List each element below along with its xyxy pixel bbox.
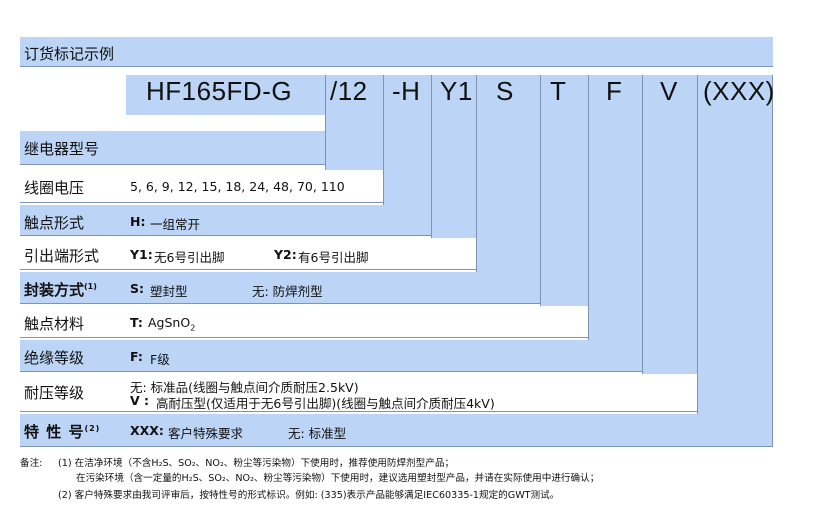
code-base: HF165FD-G — [146, 76, 293, 106]
col-withstand — [642, 75, 697, 412]
row-withstand-label: 耐压等级 — [24, 384, 85, 402]
row-special-desc2: 无: 标准型 — [288, 426, 347, 441]
row-seal-label: 封装方式(1) — [24, 279, 97, 300]
code-insulation: F — [606, 76, 623, 106]
row-seal-code: S: — [130, 281, 145, 296]
row-terminal-desc2: 有6号引出脚 — [298, 250, 369, 265]
code-material: T — [550, 76, 567, 106]
row-coil-value: 5, 6, 9, 12, 15, 18, 24, 48, 70, 110 — [130, 179, 345, 194]
note-1-line-1: (1) 在洁净环境（不含H₂S、SO₂、NO₂、粉尘等污染物）下使用时，推荐使用… — [58, 458, 455, 469]
row-terminal: 引出端形式 Y1: 无6号引出脚 Y2: 有6号引出脚 — [20, 238, 477, 270]
row-special-note-ref: (2) — [84, 424, 101, 433]
row-material-code: T: — [130, 315, 143, 330]
header-bar: 订货标记示例 — [20, 37, 773, 67]
code-seal: S — [496, 76, 514, 106]
row-special: 特 性 号(2) XXX: 客户特殊要求 无: 标准型 — [20, 414, 773, 447]
code-terminal: Y1 — [440, 76, 473, 106]
row-coil: 线圈电压 5, 6, 9, 12, 15, 18, 24, 48, 70, 11… — [20, 170, 384, 203]
row-terminal-code1: Y1: — [130, 247, 153, 262]
row-model: 继电器型号 — [20, 131, 326, 165]
row-seal-desc2: 无: 防焊剂型 — [252, 284, 323, 299]
row-material-desc-sub: 2 — [190, 323, 196, 333]
col-material — [540, 75, 588, 338]
row-seal-label-text: 封装方式 — [24, 281, 85, 299]
row-insulation-desc: F级 — [150, 352, 170, 367]
row-terminal-code2: Y2: — [274, 247, 297, 262]
base-code-box — [126, 75, 326, 115]
code-contact: -H — [392, 76, 421, 106]
row-contact-form: 触点形式 H: 一组常开 — [20, 205, 432, 236]
row-seal-desc1: 塑封型 — [150, 284, 188, 299]
row-withstand: 耐压等级 无: 标准品(线圈与触点间介质耐压2.5kV) V : 高耐压型(仅适… — [20, 374, 698, 412]
header-title: 订货标记示例 — [24, 45, 115, 63]
row-material-desc: AgSnO2 — [148, 315, 195, 333]
row-contact-form-desc: 一组常开 — [150, 217, 201, 232]
row-seal: 封装方式(1) S: 塑封型 无: 防焊剂型 — [20, 272, 541, 304]
row-withstand-line1: 无: 标准品(线圈与触点间介质耐压2.5kV) — [130, 380, 359, 395]
row-contact-form-label: 触点形式 — [24, 214, 85, 232]
col-terminal — [431, 75, 476, 270]
row-seal-note-ref: (1) — [84, 282, 97, 291]
row-withstand-line2: 高耐压型(仅适用于无6号引出脚)(线圈与触点间介质耐压4kV) — [156, 396, 495, 411]
row-material: 触点材料 T: AgSnO2 — [20, 306, 589, 338]
col-special — [697, 75, 773, 447]
note-1-line-2: 在污染环境（含一定量的H₂S、SO₂、NO₂、粉尘等污染物）下使用时，建议选用塑… — [76, 473, 600, 484]
note-2: (2) 客户特殊要求由我司评审后，按特性号的形式标识。例如: (335)表示产品… — [58, 490, 560, 501]
row-material-desc-main: AgSnO — [148, 315, 191, 330]
row-special-label: 特 性 号(2) — [24, 421, 100, 442]
row-insulation: 绝缘等级 F: F级 — [20, 340, 643, 372]
row-model-label: 继电器型号 — [24, 140, 100, 158]
row-material-label: 触点材料 — [24, 315, 85, 333]
row-special-desc1: 客户特殊要求 — [168, 426, 244, 441]
row-withstand-code2: V : — [130, 393, 150, 408]
col-seal — [476, 75, 540, 304]
row-insulation-code: F: — [130, 349, 143, 364]
notes-prefix: 备注: — [20, 458, 43, 469]
row-insulation-label: 绝缘等级 — [24, 349, 85, 367]
code-special: (XXX) — [703, 76, 775, 106]
row-special-label-text: 特 性 号 — [24, 423, 85, 441]
code-voltage: /12 — [330, 76, 368, 106]
row-terminal-desc1: 无6号引出脚 — [154, 250, 225, 265]
row-contact-form-code: H: — [130, 214, 146, 229]
code-withstand: V — [660, 76, 678, 106]
row-coil-label: 线圈电压 — [24, 179, 85, 197]
col-insulation — [588, 75, 642, 372]
row-terminal-label: 引出端形式 — [24, 247, 100, 265]
row-special-code: XXX: — [130, 423, 164, 438]
